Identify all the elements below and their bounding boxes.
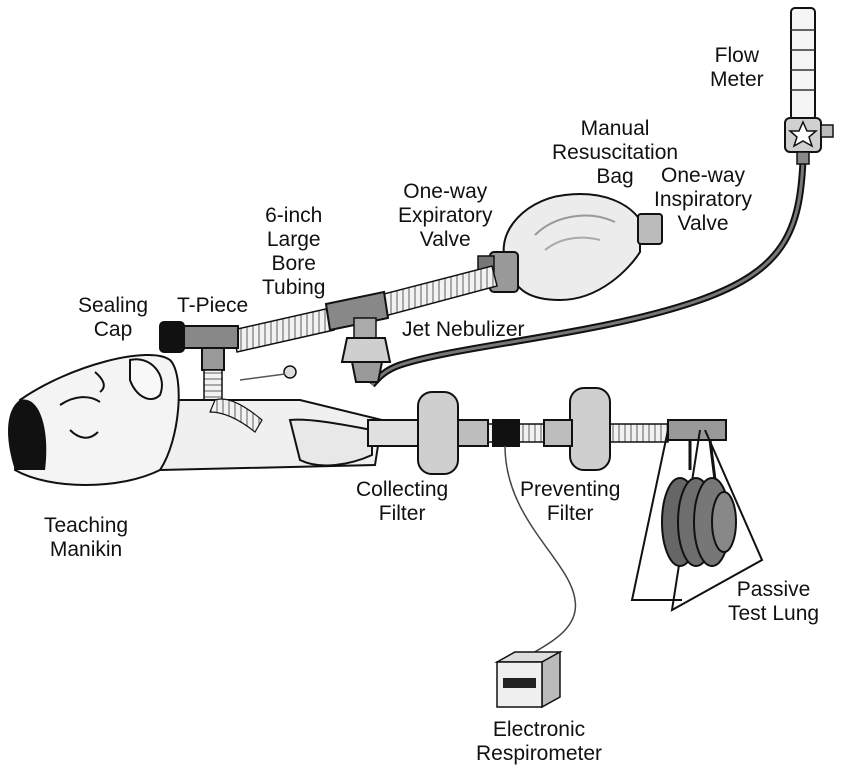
jet-nebulizer [326,292,390,382]
flow-meter [785,8,833,164]
label-passive-test-lung: Passive Test Lung [728,578,819,626]
label-t-piece: T-Piece [177,294,248,318]
respirometer-sensor [493,420,519,446]
sealing-cap [160,322,184,352]
label-one-way-expiratory-valve: One-way Expiratory Valve [398,180,493,252]
label-electronic-respirometer: Electronic Respirometer [476,718,602,766]
resuscitation-bag [478,194,662,300]
label-flow-meter: Flow Meter [710,44,764,92]
preventing-filter [544,388,610,470]
label-large-bore-tubing: 6-inch Large Bore Tubing [262,204,325,300]
label-sealing-cap: Sealing Cap [78,294,148,342]
label-preventing-filter: Preventing Filter [520,478,620,526]
electronic-respirometer [497,652,560,707]
label-jet-nebulizer: Jet Nebulizer [402,318,525,342]
label-teaching-manikin: Teaching Manikin [44,514,128,562]
label-collecting-filter: Collecting Filter [356,478,448,526]
collecting-filter [418,392,488,474]
t-piece [183,326,238,400]
label-one-way-inspiratory-valve: One-way Inspiratory Valve [654,164,752,236]
